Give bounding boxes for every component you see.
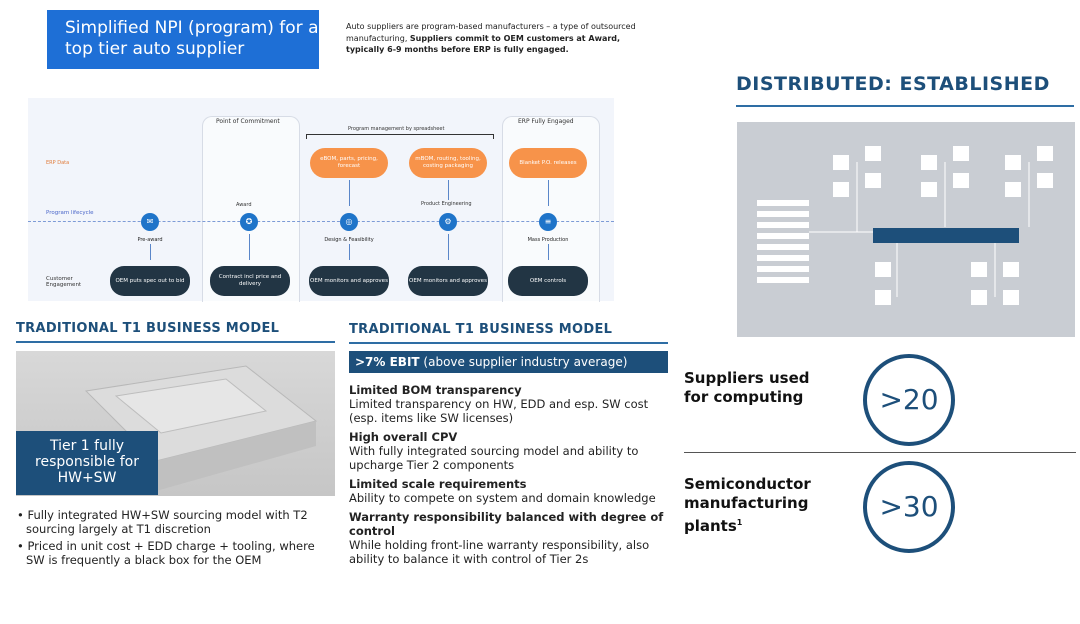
customer-pill-controls: OEM controls: [508, 266, 588, 296]
arrow-down-4: [448, 234, 449, 260]
middle-heading-rule: [349, 342, 668, 344]
ebit-banner: >7% EBIT (above supplier industry averag…: [349, 351, 668, 373]
distributed-architecture-diagram: [737, 122, 1075, 337]
erp-pill-ebom: eBOM, parts, pricing, forecast: [310, 148, 388, 178]
gear-icon: ⚙: [439, 213, 457, 231]
arrow-down-3: [349, 244, 350, 260]
target-icon: ◎: [340, 213, 358, 231]
design-feasibility-label: Design & Feasibility: [324, 237, 374, 243]
product-engineering-label: Product Engineering: [421, 201, 472, 207]
stat-plants-label: Semiconductor manufacturing plants1: [684, 475, 811, 535]
customer-pill-monitor-2: OEM monitors and approves: [408, 266, 488, 296]
customer-pill-monitor-1: OEM monitors and approves: [309, 266, 389, 296]
customer-pill-bid: OEM puts spec out to bid: [110, 266, 190, 296]
item-heading: Limited BOM transparency: [349, 383, 522, 397]
distributed-title: DISTRIBUTED: ESTABLISHED: [736, 73, 1050, 95]
item-heading: Limited scale requirements: [349, 477, 527, 491]
erp-pill-mbom: mBOM, routing, tooling, costing packagin…: [409, 148, 487, 178]
stats-divider: [684, 452, 1076, 453]
arrow-down-1: [150, 244, 151, 260]
erp-fully-engaged-label: ERP Fully Engaged: [518, 118, 574, 125]
program-mgmt-bracket: [306, 134, 494, 139]
award-icon: ✪: [240, 213, 258, 231]
arrow-down-5: [548, 244, 549, 260]
item-body: While holding front-line warranty respon…: [349, 538, 650, 566]
arrow-up-2: [448, 180, 449, 200]
item-body: Limited transparency on HW, EDD and esp.…: [349, 397, 649, 425]
left-bullets: • Fully integrated HW+SW sourcing model …: [16, 508, 336, 570]
lifecycle-line: [28, 221, 614, 222]
pre-award-label: Pre-award: [137, 237, 163, 243]
point-of-commitment-label: Point of Commitment: [216, 118, 280, 125]
lane-customer-engagement: Customer Engagement: [46, 276, 82, 288]
npi-title: Simplified NPI (program) for a top tier …: [47, 10, 319, 69]
arrow-down-2: [249, 234, 250, 260]
item-body: Ability to compete on system and domain …: [349, 491, 656, 505]
stat-plants-value: >30: [863, 461, 955, 553]
database-icon: ≡: [539, 213, 557, 231]
lane-program-lifecycle: Program lifecycle: [46, 210, 94, 216]
middle-heading: TRADITIONAL T1 BUSINESS MODEL: [349, 322, 613, 337]
stat-suppliers-value: >20: [863, 354, 955, 446]
arrow-up-3: [548, 180, 549, 206]
lane-erp-data: ERP Data: [46, 160, 70, 166]
stat-suppliers-label: Suppliers used for computing: [684, 369, 810, 406]
bullet-item: • Fully integrated HW+SW sourcing model …: [17, 508, 308, 536]
left-heading: TRADITIONAL T1 BUSINESS MODEL: [16, 321, 280, 336]
npi-process-diagram: Point of Commitment ERP Fully Engaged Pr…: [28, 98, 614, 302]
bullet-item: • Priced in unit cost + EDD charge + too…: [17, 539, 315, 567]
mass-production-label: Mass Production: [527, 237, 569, 243]
middle-items: Limited BOM transparency Limited transpa…: [349, 383, 669, 571]
customer-pill-contract: Contract incl price and delivery: [210, 266, 290, 296]
item-heading: Warranty responsibility balanced with de…: [349, 510, 664, 538]
item-heading: High overall CPV: [349, 430, 458, 444]
architecture-illustration: [757, 146, 1053, 305]
chat-icon: ✉: [141, 213, 159, 231]
erp-pill-po: Blanket P.O. releases: [509, 148, 587, 178]
tier1-responsibility-label: Tier 1 fully responsible for HW+SW: [16, 431, 158, 495]
distributed-title-rule: [736, 105, 1074, 107]
left-heading-rule: [16, 341, 335, 343]
arrow-up-1: [349, 180, 350, 206]
item-body: With fully integrated sourcing model and…: [349, 444, 639, 472]
award-label: Award: [236, 202, 252, 208]
program-mgmt-label: Program management by spreadsheet: [348, 126, 445, 132]
npi-description: Auto suppliers are program-based manufac…: [346, 22, 636, 54]
